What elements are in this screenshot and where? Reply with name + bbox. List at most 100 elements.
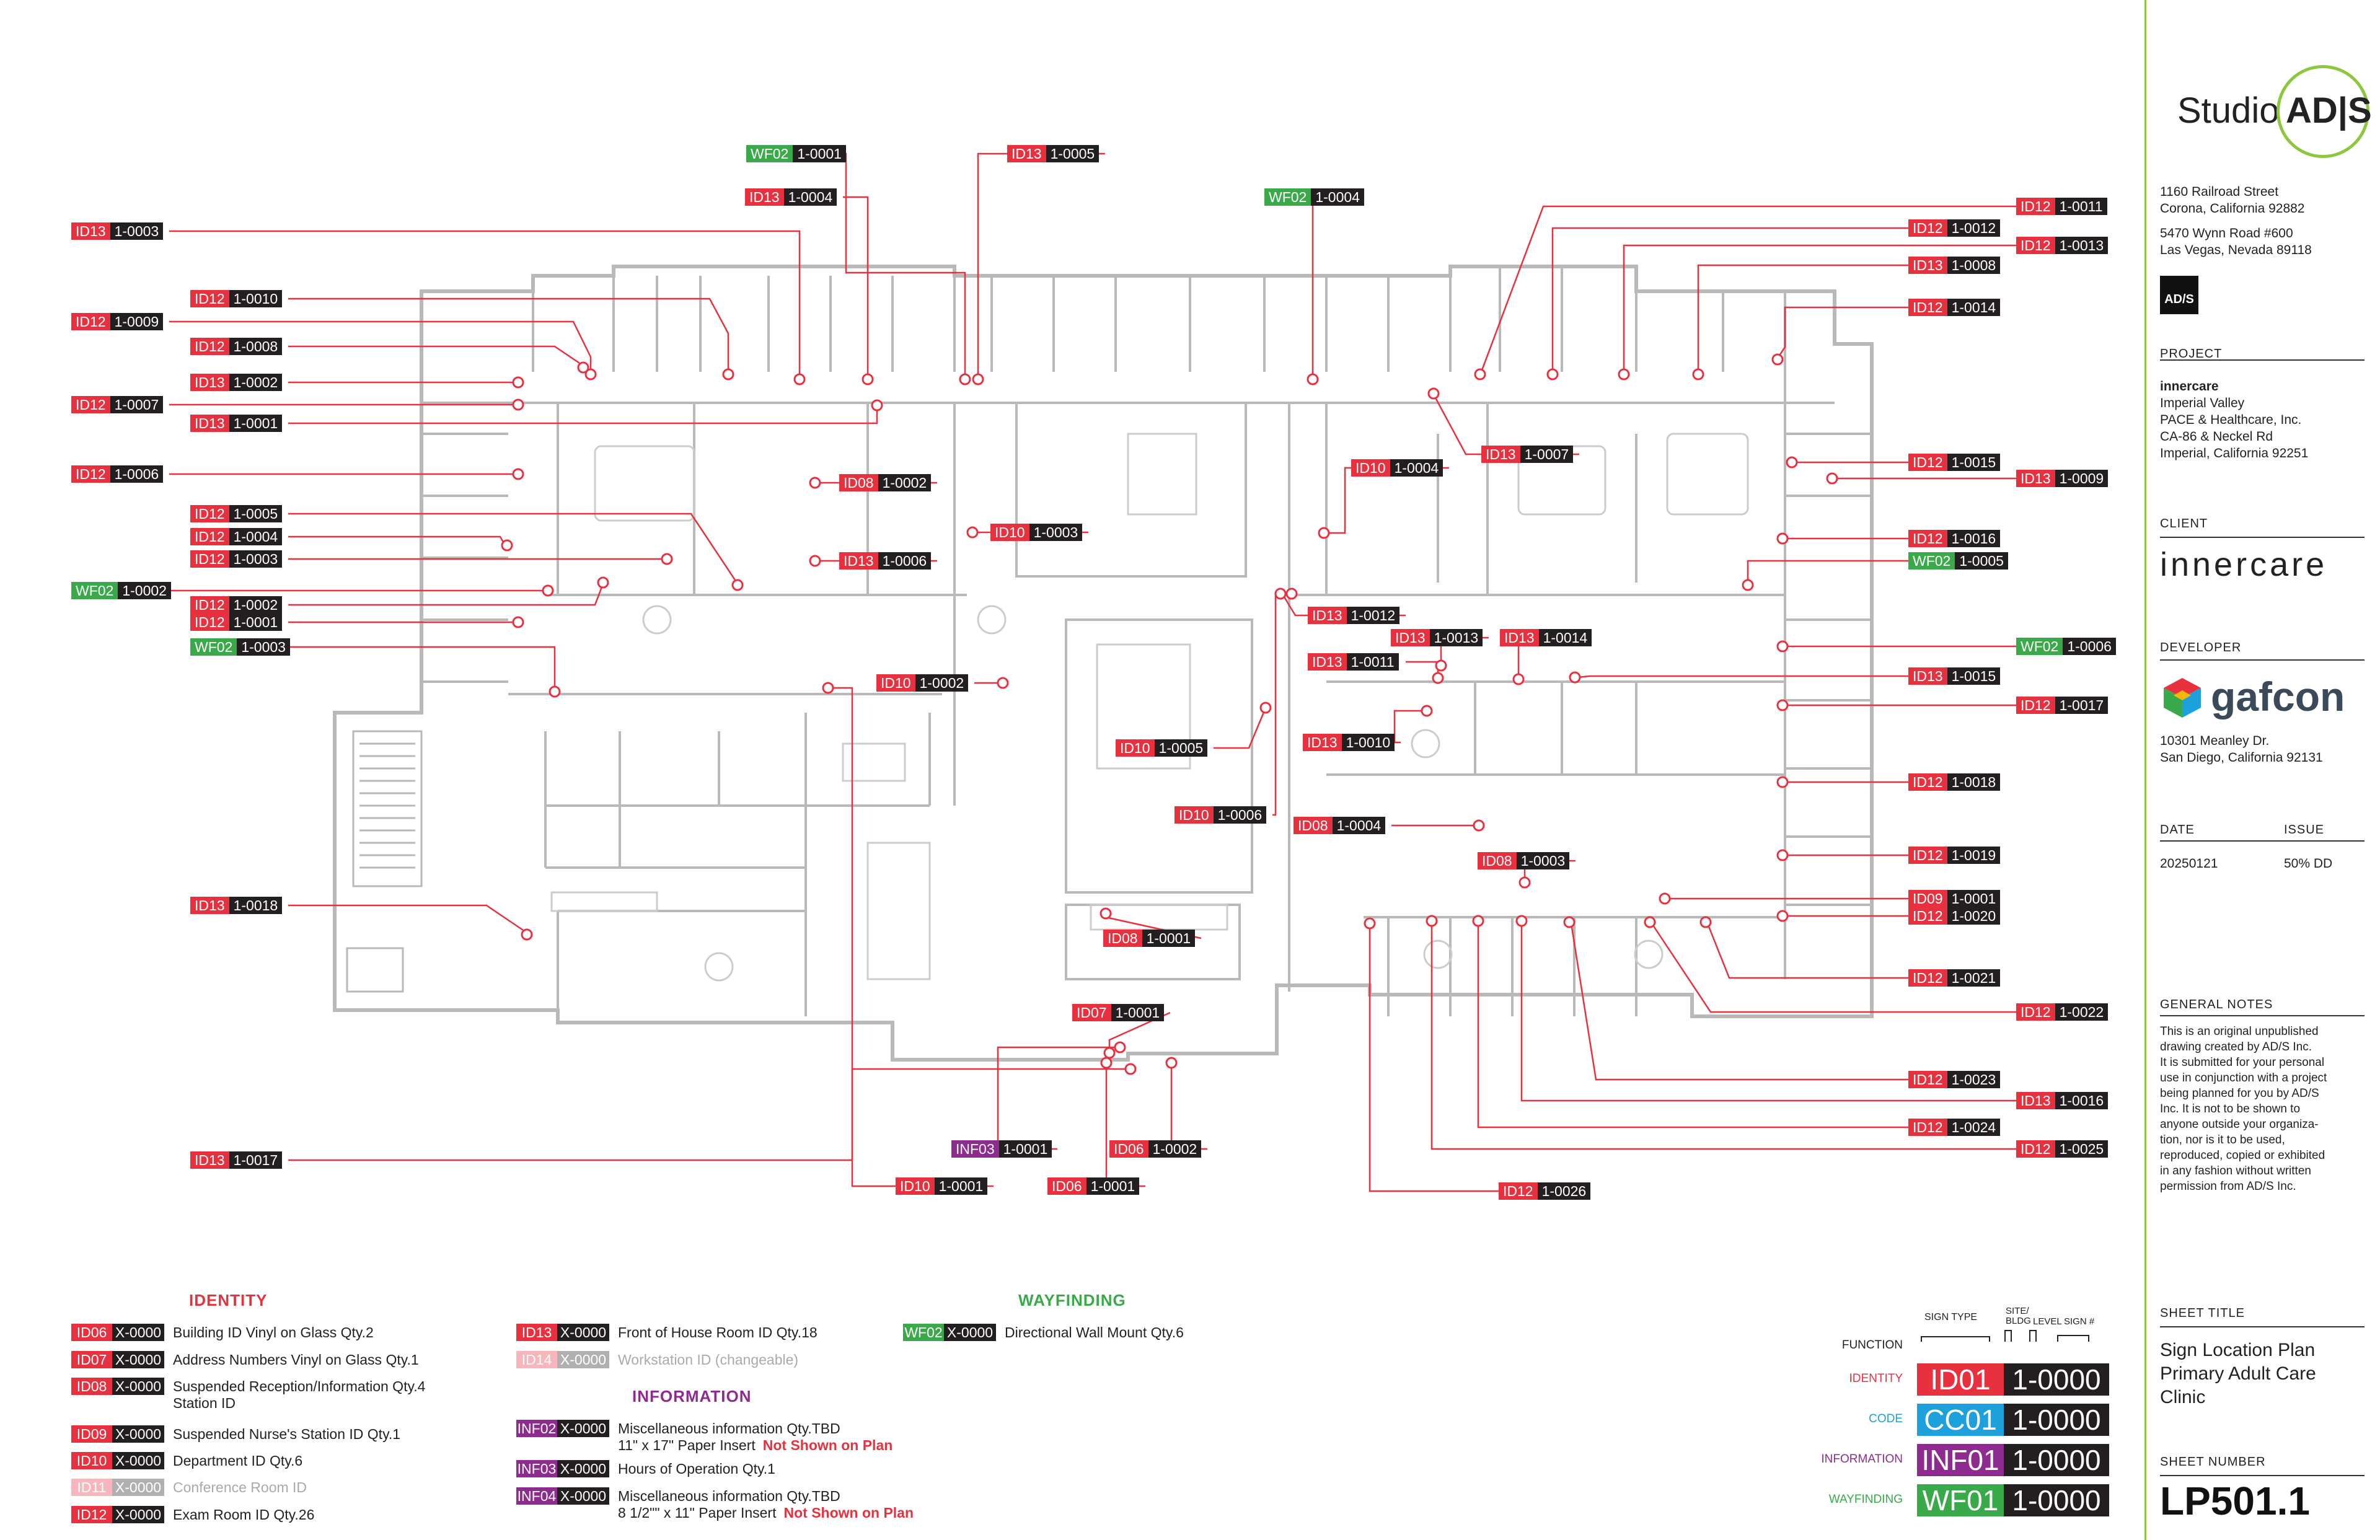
developer-label: DEVELOPER — [2160, 641, 2242, 654]
sign-tag-code: ID13 — [1908, 667, 1947, 685]
sign-tag-number: 1-0020 — [1947, 907, 2001, 925]
legend-information-title: INFORMATION — [632, 1387, 752, 1406]
sign-tag-number: 1-0009 — [110, 313, 164, 330]
sign-tag-code: ID13 — [1481, 446, 1520, 463]
sign-tag-code: ID10 — [896, 1177, 935, 1195]
sign-tag-number: 1-0017 — [229, 1151, 283, 1169]
leader-line — [288, 409, 878, 425]
sign-location-marker — [1307, 373, 1319, 385]
sign-tag-code: ID10 — [876, 674, 915, 692]
sheet-title-label: SHEET TITLE — [2160, 1306, 2245, 1320]
sign-location-marker — [1776, 776, 1789, 788]
sign-tag-number: 1-0016 — [1947, 530, 2001, 547]
legend-description: Exam Room ID Qty.26 — [173, 1506, 315, 1523]
legend-placeholder-number: X-0000 — [944, 1324, 996, 1341]
sign-tag-code: ID12 — [1499, 1182, 1538, 1200]
sign-location-marker — [1771, 353, 1784, 366]
leader-line — [288, 904, 527, 934]
sign-tag-code: ID13 — [2016, 1092, 2055, 1109]
legend-note: Not Shown on Plan — [783, 1505, 914, 1521]
sign-tag-number: 1-0022 — [2055, 1003, 2109, 1021]
sign-tag-code: ID13 — [2016, 470, 2055, 487]
sign-location-marker — [997, 677, 1009, 689]
key-row-label: INFORMATION — [1821, 1453, 1903, 1466]
sign-tag-number: 1-0002 — [229, 596, 283, 614]
sign-tag-code: ID13 — [71, 222, 110, 240]
sign-location-marker — [661, 553, 673, 565]
legend-code: ID09 — [71, 1425, 112, 1443]
sign-location-marker — [584, 368, 597, 381]
sign-location-marker — [1776, 849, 1789, 861]
sign-location-marker — [793, 373, 806, 385]
legend-description: Address Numbers Vinyl on Glass Qty.1 — [173, 1351, 419, 1368]
sheet-title-line-1: Sign Location Plan — [2160, 1340, 2316, 1360]
leader-line — [1326, 467, 1449, 534]
key-row-number: 1-0000 — [2004, 1484, 2109, 1516]
key-row-code: ID01 — [1917, 1363, 2004, 1396]
sign-location-marker — [1826, 472, 1838, 485]
sign-tag-number: 1-0003 — [237, 638, 290, 656]
title-block: Studio AD|S 1160 Railroad Street Corona,… — [2144, 0, 2380, 1540]
sign-location-marker — [1259, 702, 1272, 714]
leader-line — [288, 297, 729, 372]
leader-line — [1480, 205, 2016, 372]
legend-placeholder-number: X-0000 — [112, 1351, 164, 1368]
sign-tag-code: ID12 — [190, 505, 229, 522]
sign-location-marker — [501, 539, 513, 552]
general-notes-line: in any fashion without written — [2160, 1164, 2311, 1177]
sign-tag-number: 1-0002 — [915, 674, 969, 692]
developer-line-1: 10301 Meanley Dr. — [2160, 734, 2270, 748]
sign-tag-number: 1-0021 — [1947, 969, 2001, 987]
sign-location-marker — [1699, 916, 1712, 928]
sign-location-marker — [1103, 1047, 1116, 1059]
sign-tag-number: 1-0001 — [1947, 890, 2001, 907]
key-row-code: INF01 — [1917, 1444, 2004, 1476]
project-line-4: Imperial, California 92251 — [2160, 446, 2309, 460]
sign-tag-number: 1-0014 — [1538, 629, 1592, 646]
logo-badge: AD|S — [2286, 90, 2372, 131]
sign-tag-number: 1-0018 — [1947, 773, 2001, 791]
sign-tag-code: WF02 — [1264, 188, 1311, 206]
sign-location-marker — [1435, 659, 1447, 672]
sign-tag-code: ID12 — [1908, 454, 1947, 471]
legend-description-text: 11" x 17" Paper Insert — [618, 1437, 756, 1453]
sign-location-marker — [1776, 640, 1789, 653]
sign-tag-code: ID06 — [1047, 1177, 1086, 1195]
sign-tag-number: 1-0001 — [998, 1140, 1052, 1158]
sign-tag-number: 1-0024 — [1947, 1119, 2001, 1136]
sign-tag-number: 1-0004 — [1332, 817, 1386, 834]
sign-tag-code: ID13 — [745, 188, 784, 206]
sign-tag-code: ID07 — [1072, 1004, 1111, 1021]
legend-description-text: Station ID — [173, 1395, 236, 1411]
leader-line — [1406, 661, 1439, 675]
sign-tag-code: ID13 — [190, 897, 229, 914]
leader-line — [1520, 923, 2016, 1102]
legend-description: Building ID Vinyl on Glass Qty.2 — [173, 1324, 374, 1340]
legend-placeholder-number: X-0000 — [557, 1460, 609, 1477]
sign-location-marker — [1285, 587, 1298, 600]
sign-location-marker — [1421, 705, 1433, 717]
